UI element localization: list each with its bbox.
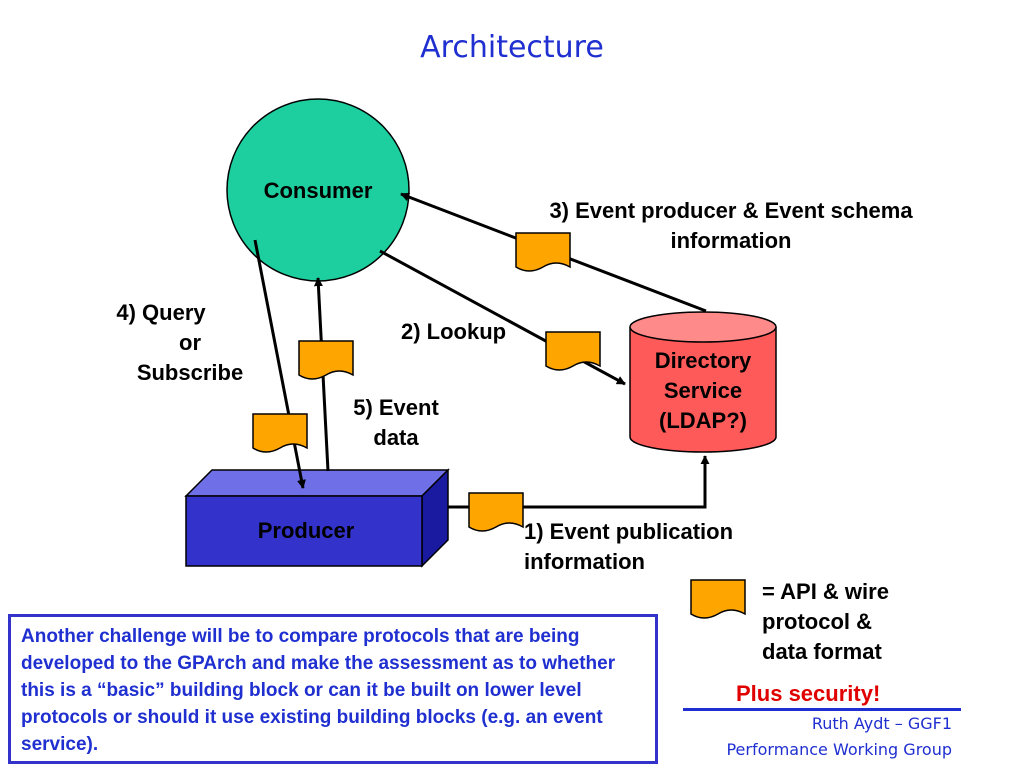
producer-label: Producer <box>257 518 355 543</box>
footer-divider <box>683 708 961 711</box>
query-label: 4) Query or Subscribe <box>90 298 290 388</box>
publication-label-line1: 1) Event publication <box>524 519 734 544</box>
event-data-label-line2: data <box>373 425 419 450</box>
query-arrow <box>253 239 306 489</box>
directory-service-node <box>629 311 777 453</box>
lookup-label: 2) Lookup <box>401 319 507 344</box>
publication-label: 1) Event publication information <box>524 517 733 577</box>
slide-title: Architecture <box>420 30 604 65</box>
footer-author: Ruth Aydt – GGF1 <box>811 714 952 733</box>
security-label: Plus security! <box>736 681 881 706</box>
document-icon-schema <box>515 232 571 272</box>
consumer-label: Consumer <box>263 178 373 203</box>
directory-label-line2: Service <box>663 378 743 403</box>
document-icon-legend <box>690 579 746 619</box>
directory-label-line1: Directory <box>654 348 752 373</box>
legend-text: = API & wire protocol & data format <box>762 577 889 667</box>
document-icon-publication <box>468 492 524 532</box>
directory-label-line3: (LDAP?) <box>659 408 747 433</box>
event-schema-label-line1: 3) Event producer & Event schema <box>549 198 913 223</box>
event-schema-label: 3) Event producer & Event schema informa… <box>486 196 976 256</box>
event-schema-label-line2: information <box>670 228 792 253</box>
legend-text-line3: data format <box>762 639 882 664</box>
publication-label-line2: information <box>524 549 645 574</box>
event-data-label-line1: 5) Event <box>353 395 439 420</box>
document-icon-event-data <box>298 340 354 380</box>
challenge-note: Another challenge will be to compare pro… <box>8 614 658 764</box>
directory-label: Directory Service (LDAP?) <box>620 346 786 436</box>
publication-arrow <box>448 455 710 509</box>
legend-text-line2: protocol & <box>762 609 872 634</box>
query-label-line2: or <box>179 330 201 355</box>
producer-node <box>184 468 450 568</box>
query-label-line3: Subscribe <box>136 360 244 385</box>
query-label-line1: 4) Query <box>116 300 206 325</box>
footer-group: Performance Working Group <box>726 740 952 759</box>
document-icon-query <box>252 413 308 453</box>
document-icon-lookup <box>545 331 601 371</box>
legend-text-line1: = API & wire <box>762 579 889 604</box>
event-data-label: 5) Event data <box>328 393 464 453</box>
